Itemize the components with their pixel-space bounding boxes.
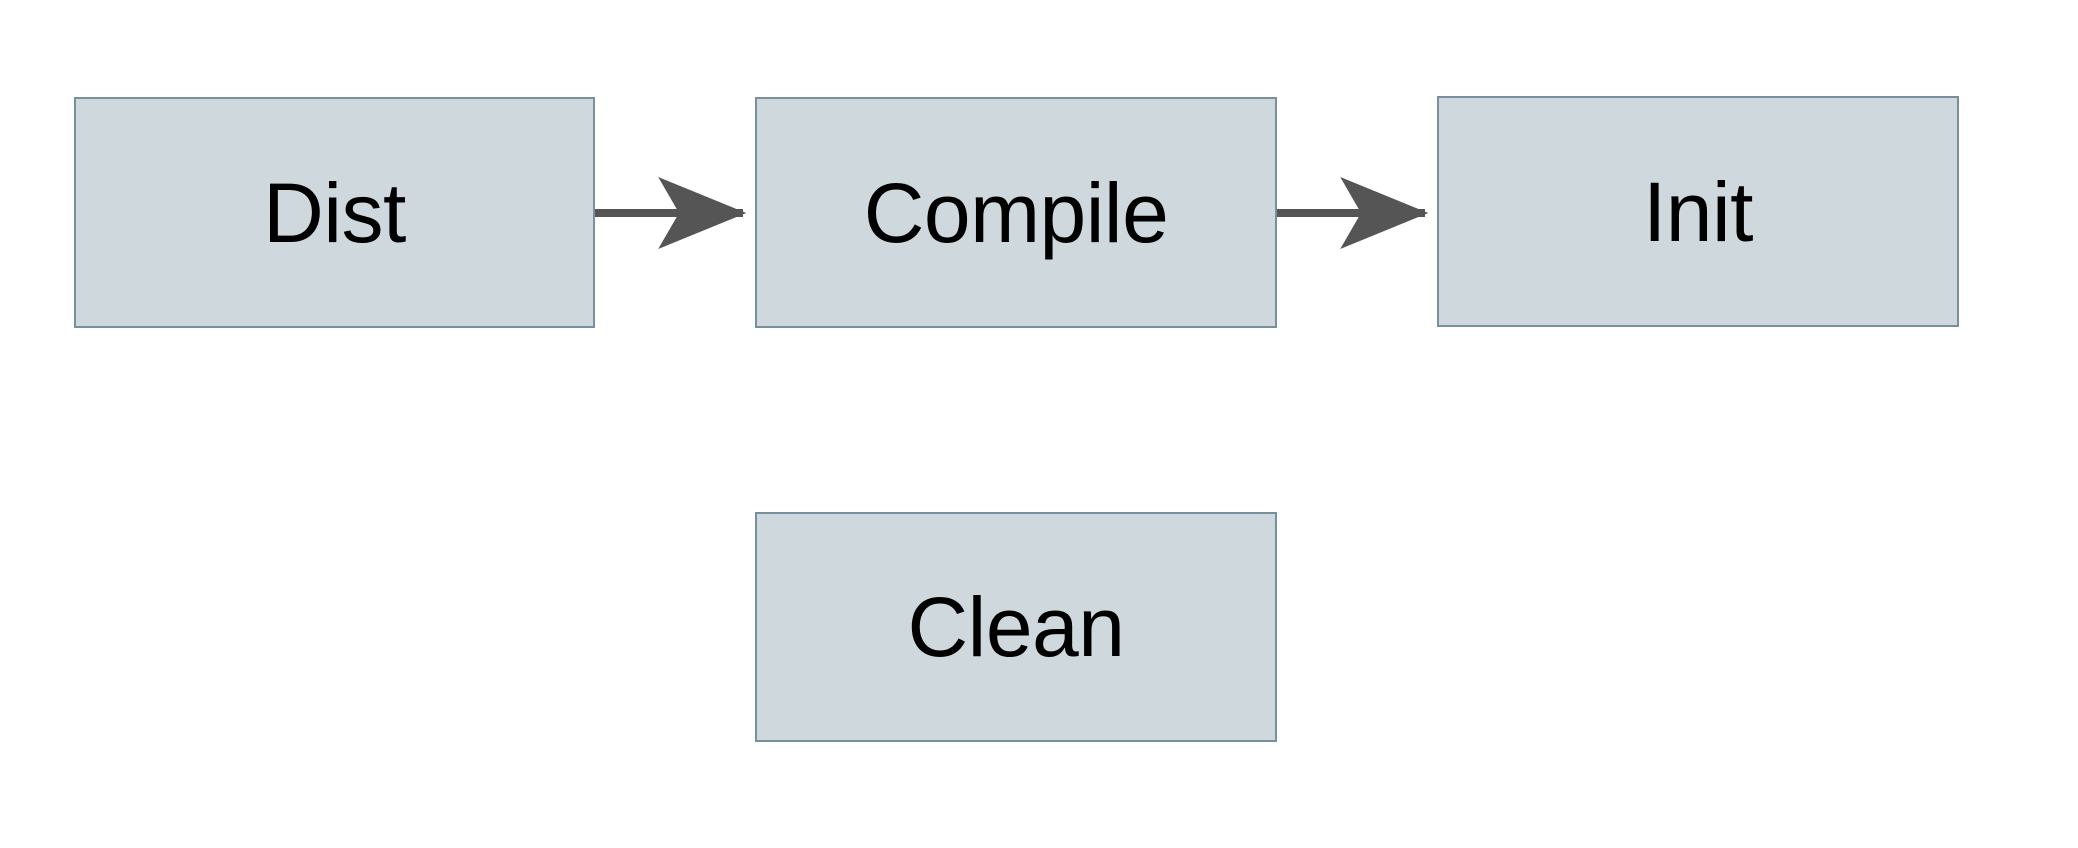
node-dist[interactable]: Dist xyxy=(74,97,595,328)
node-init[interactable]: Init xyxy=(1437,96,1959,327)
node-clean-label: Clean xyxy=(907,580,1125,674)
node-compile[interactable]: Compile xyxy=(755,97,1277,328)
node-compile-label: Compile xyxy=(863,165,1169,260)
node-init-label: Init xyxy=(1642,164,1754,259)
node-clean[interactable]: Clean xyxy=(755,512,1277,742)
node-dist-label: Dist xyxy=(263,165,406,260)
